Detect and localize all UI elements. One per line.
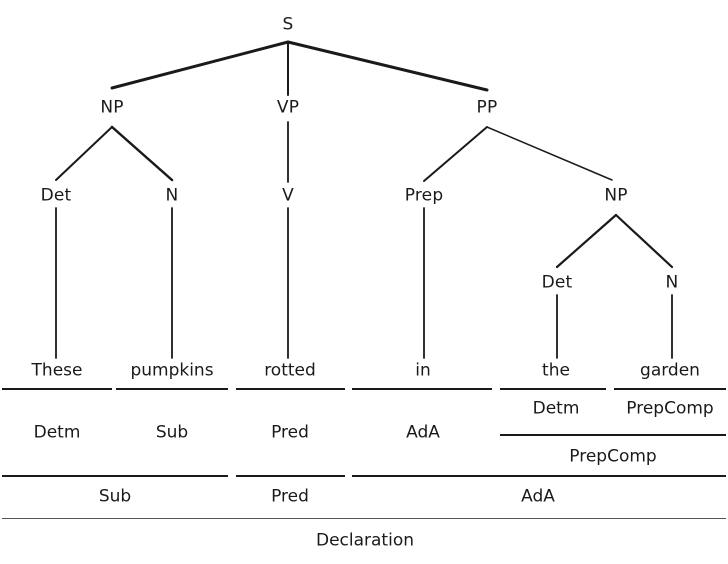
branch-s-to-pp bbox=[286, 40, 489, 92]
function-detm-these: Detm bbox=[33, 422, 81, 443]
tree-node-n-1: N bbox=[165, 185, 179, 206]
tree-node-np: NP bbox=[100, 97, 124, 118]
word-garden: garden bbox=[640, 360, 700, 381]
tree-node-np-2: NP bbox=[604, 185, 628, 206]
branch-np-to-det bbox=[55, 126, 113, 181]
function-sub-clause: Sub bbox=[98, 486, 132, 507]
tree-node-det-1: Det bbox=[40, 185, 72, 206]
branch-s-to-np bbox=[110, 40, 290, 90]
word-pumpkins: pumpkins bbox=[130, 360, 214, 381]
tree-node-vp: VP bbox=[276, 97, 300, 118]
function-ada-in: AdA bbox=[406, 422, 440, 443]
rule-word-seg-2 bbox=[116, 388, 228, 390]
word-rotted: rotted bbox=[264, 360, 316, 381]
rule-word-seg-4 bbox=[352, 388, 492, 390]
rule-word-seg-3 bbox=[236, 388, 345, 390]
branch-pp-to-prep bbox=[423, 126, 488, 182]
word-in: in bbox=[415, 360, 431, 381]
tree-node-n-2: N bbox=[665, 272, 679, 293]
branch-pp-to-np bbox=[486, 126, 613, 181]
rule-nested-prepcomp bbox=[500, 434, 726, 436]
rule-word-seg-6 bbox=[614, 388, 726, 390]
tree-node-v: V bbox=[282, 185, 294, 206]
function-prepcomp-garden: PrepComp bbox=[626, 398, 714, 419]
rule-fn1-seg-3 bbox=[352, 475, 726, 477]
tree-node-pp: PP bbox=[476, 97, 498, 118]
rule-declaration bbox=[2, 518, 726, 519]
function-pred-clause: Pred bbox=[271, 486, 309, 507]
tree-node-det-2: Det bbox=[541, 272, 573, 293]
function-ada-clause: AdA bbox=[521, 486, 555, 507]
branch-np2-to-n bbox=[614, 213, 674, 269]
function-prepcomp-merged: PrepComp bbox=[569, 446, 657, 467]
rule-fn1-seg-2 bbox=[236, 475, 345, 477]
word-the: the bbox=[542, 360, 570, 381]
branch-np-to-n bbox=[110, 125, 174, 182]
function-sub-pumpkins: Sub bbox=[155, 422, 189, 443]
word-these: These bbox=[31, 360, 83, 381]
rule-word-seg-5 bbox=[500, 388, 606, 390]
rule-word-seg-1 bbox=[2, 388, 112, 390]
function-pred-rotted: Pred bbox=[271, 422, 309, 443]
tree-node-prep: Prep bbox=[404, 185, 444, 206]
rule-fn1-seg-1 bbox=[2, 475, 228, 477]
function-detm-the: Detm bbox=[532, 398, 580, 419]
function-declaration: Declaration bbox=[315, 530, 415, 551]
tree-node-s: S bbox=[282, 14, 294, 35]
branch-np2-to-det bbox=[555, 213, 618, 269]
